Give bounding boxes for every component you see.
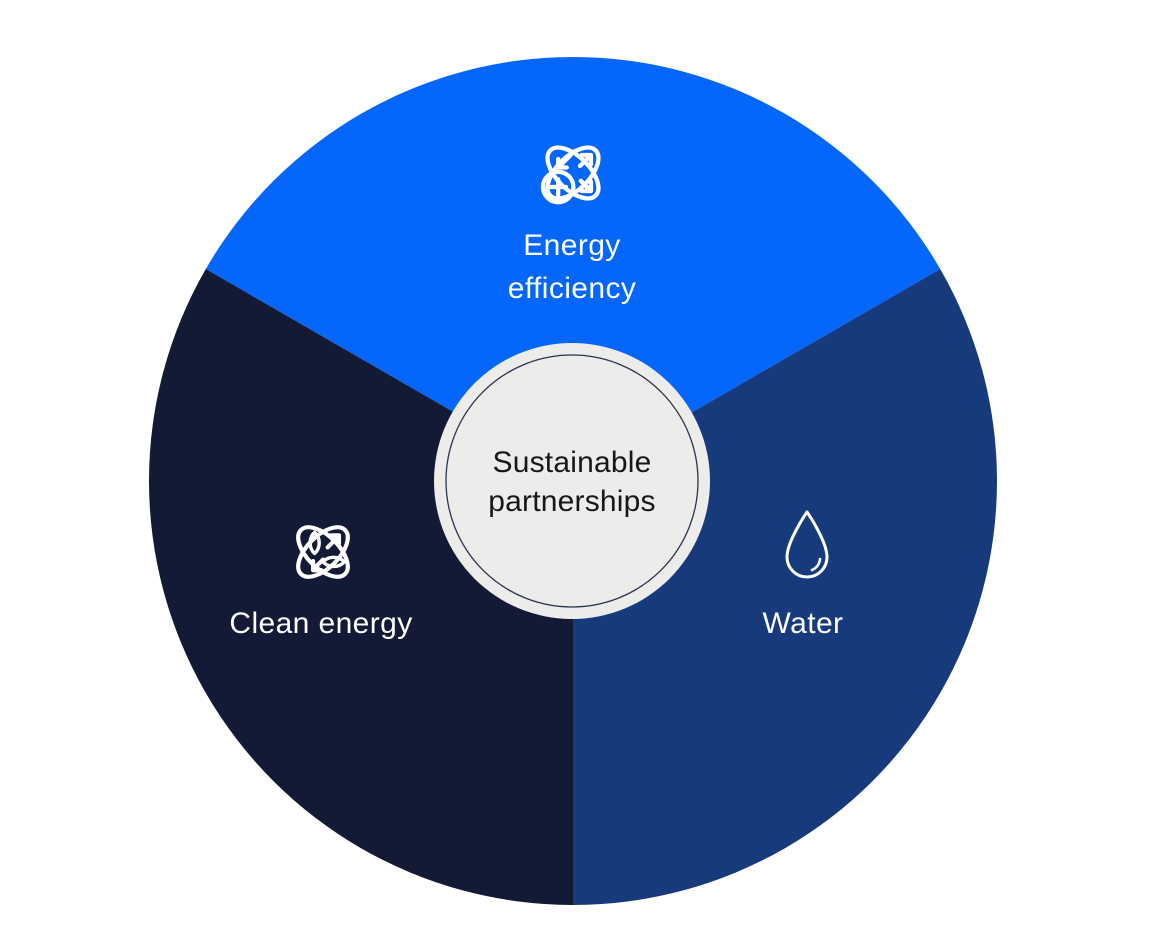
segment-energy-efficiency (205, 56, 941, 482)
segment-label-clean-energy: Clean energy (229, 607, 413, 640)
energy-efficiency-icon (540, 145, 601, 205)
center-ring (445, 354, 699, 608)
water-drop-icon (785, 510, 829, 579)
clean-energy-icon (296, 525, 350, 579)
segment-label-line: Energy (523, 229, 621, 262)
segment-label-water: Water (762, 607, 844, 640)
segment-label-line: efficiency (507, 272, 637, 305)
plus-circle (540, 169, 576, 205)
center-label: Sustainable partnerships (488, 443, 656, 521)
leaf-shape (308, 530, 321, 556)
center-circle (434, 343, 710, 619)
center-label-line: partnerships (488, 485, 656, 518)
segment-label-energy-efficiency: Energy efficiency (508, 224, 637, 310)
leaf-shape (321, 555, 346, 569)
center-label-line: Sustainable (492, 446, 652, 479)
